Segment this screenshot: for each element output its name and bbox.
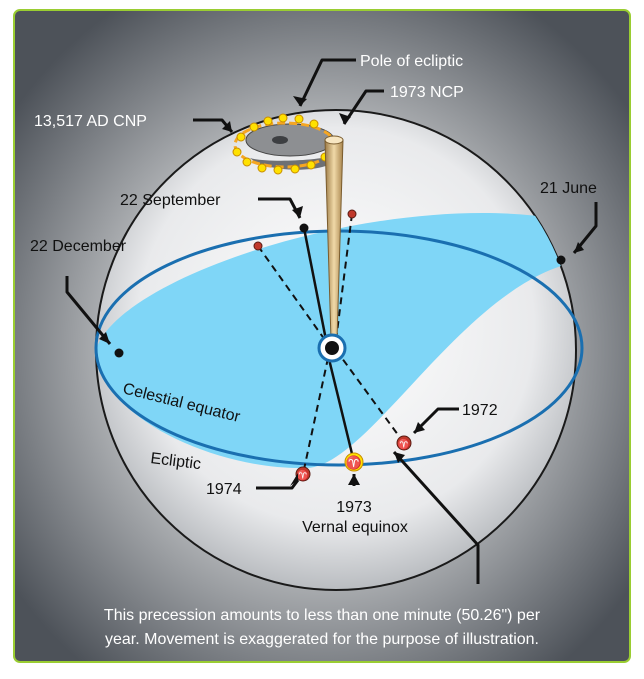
label-13517-cnp: 13,517 AD CNP (34, 113, 147, 130)
label-22-december: 22 December (30, 238, 127, 255)
label-1973: 1973 (336, 499, 372, 516)
callout-arrowheads (99, 96, 584, 486)
dec22-point (114, 348, 124, 358)
label-ecliptic: Ecliptic (150, 450, 202, 473)
axis-line-lower (326, 354, 356, 463)
axis-line-upper (302, 227, 328, 341)
aries-marker-1974: ♈ (295, 466, 311, 482)
callout-leaders (65, 58, 598, 584)
sep22-point (299, 223, 309, 233)
dashed-line-1972b (335, 349, 405, 444)
label-21-june: 21 June (540, 180, 597, 197)
aries-marker-1973: ♈ (344, 452, 364, 472)
aries-icon: ♈ (297, 469, 309, 482)
dashed-line-1974 (335, 213, 353, 341)
aries-icon: ♈ (346, 455, 362, 470)
earth-icon (325, 341, 339, 355)
caption-line-1: This precession amounts to less than one… (104, 607, 541, 624)
label-1973-ncp: 1973 NCP (390, 84, 464, 101)
caption-line-2: year. Movement is exaggerated for the pu… (105, 631, 539, 648)
aries-icon: ♈ (398, 438, 410, 451)
red-dot-marker (253, 241, 263, 251)
label-1972: 1972 (462, 402, 498, 419)
label-22-september: 22 September (120, 192, 221, 209)
precession-beads (232, 113, 330, 175)
ncp-pointer-top (324, 135, 344, 145)
label-1974: 1974 (206, 481, 242, 498)
aries-marker-1972: ♈ (396, 435, 412, 451)
dashed-line-1974b (302, 357, 329, 475)
label-pole-of-ecliptic: Pole of ecliptic (360, 53, 463, 70)
label-vernal-equinox: Vernal equinox (302, 519, 408, 536)
dashed-line-1972 (257, 245, 326, 341)
jun21-point (556, 255, 566, 265)
red-dot-marker (347, 209, 357, 219)
